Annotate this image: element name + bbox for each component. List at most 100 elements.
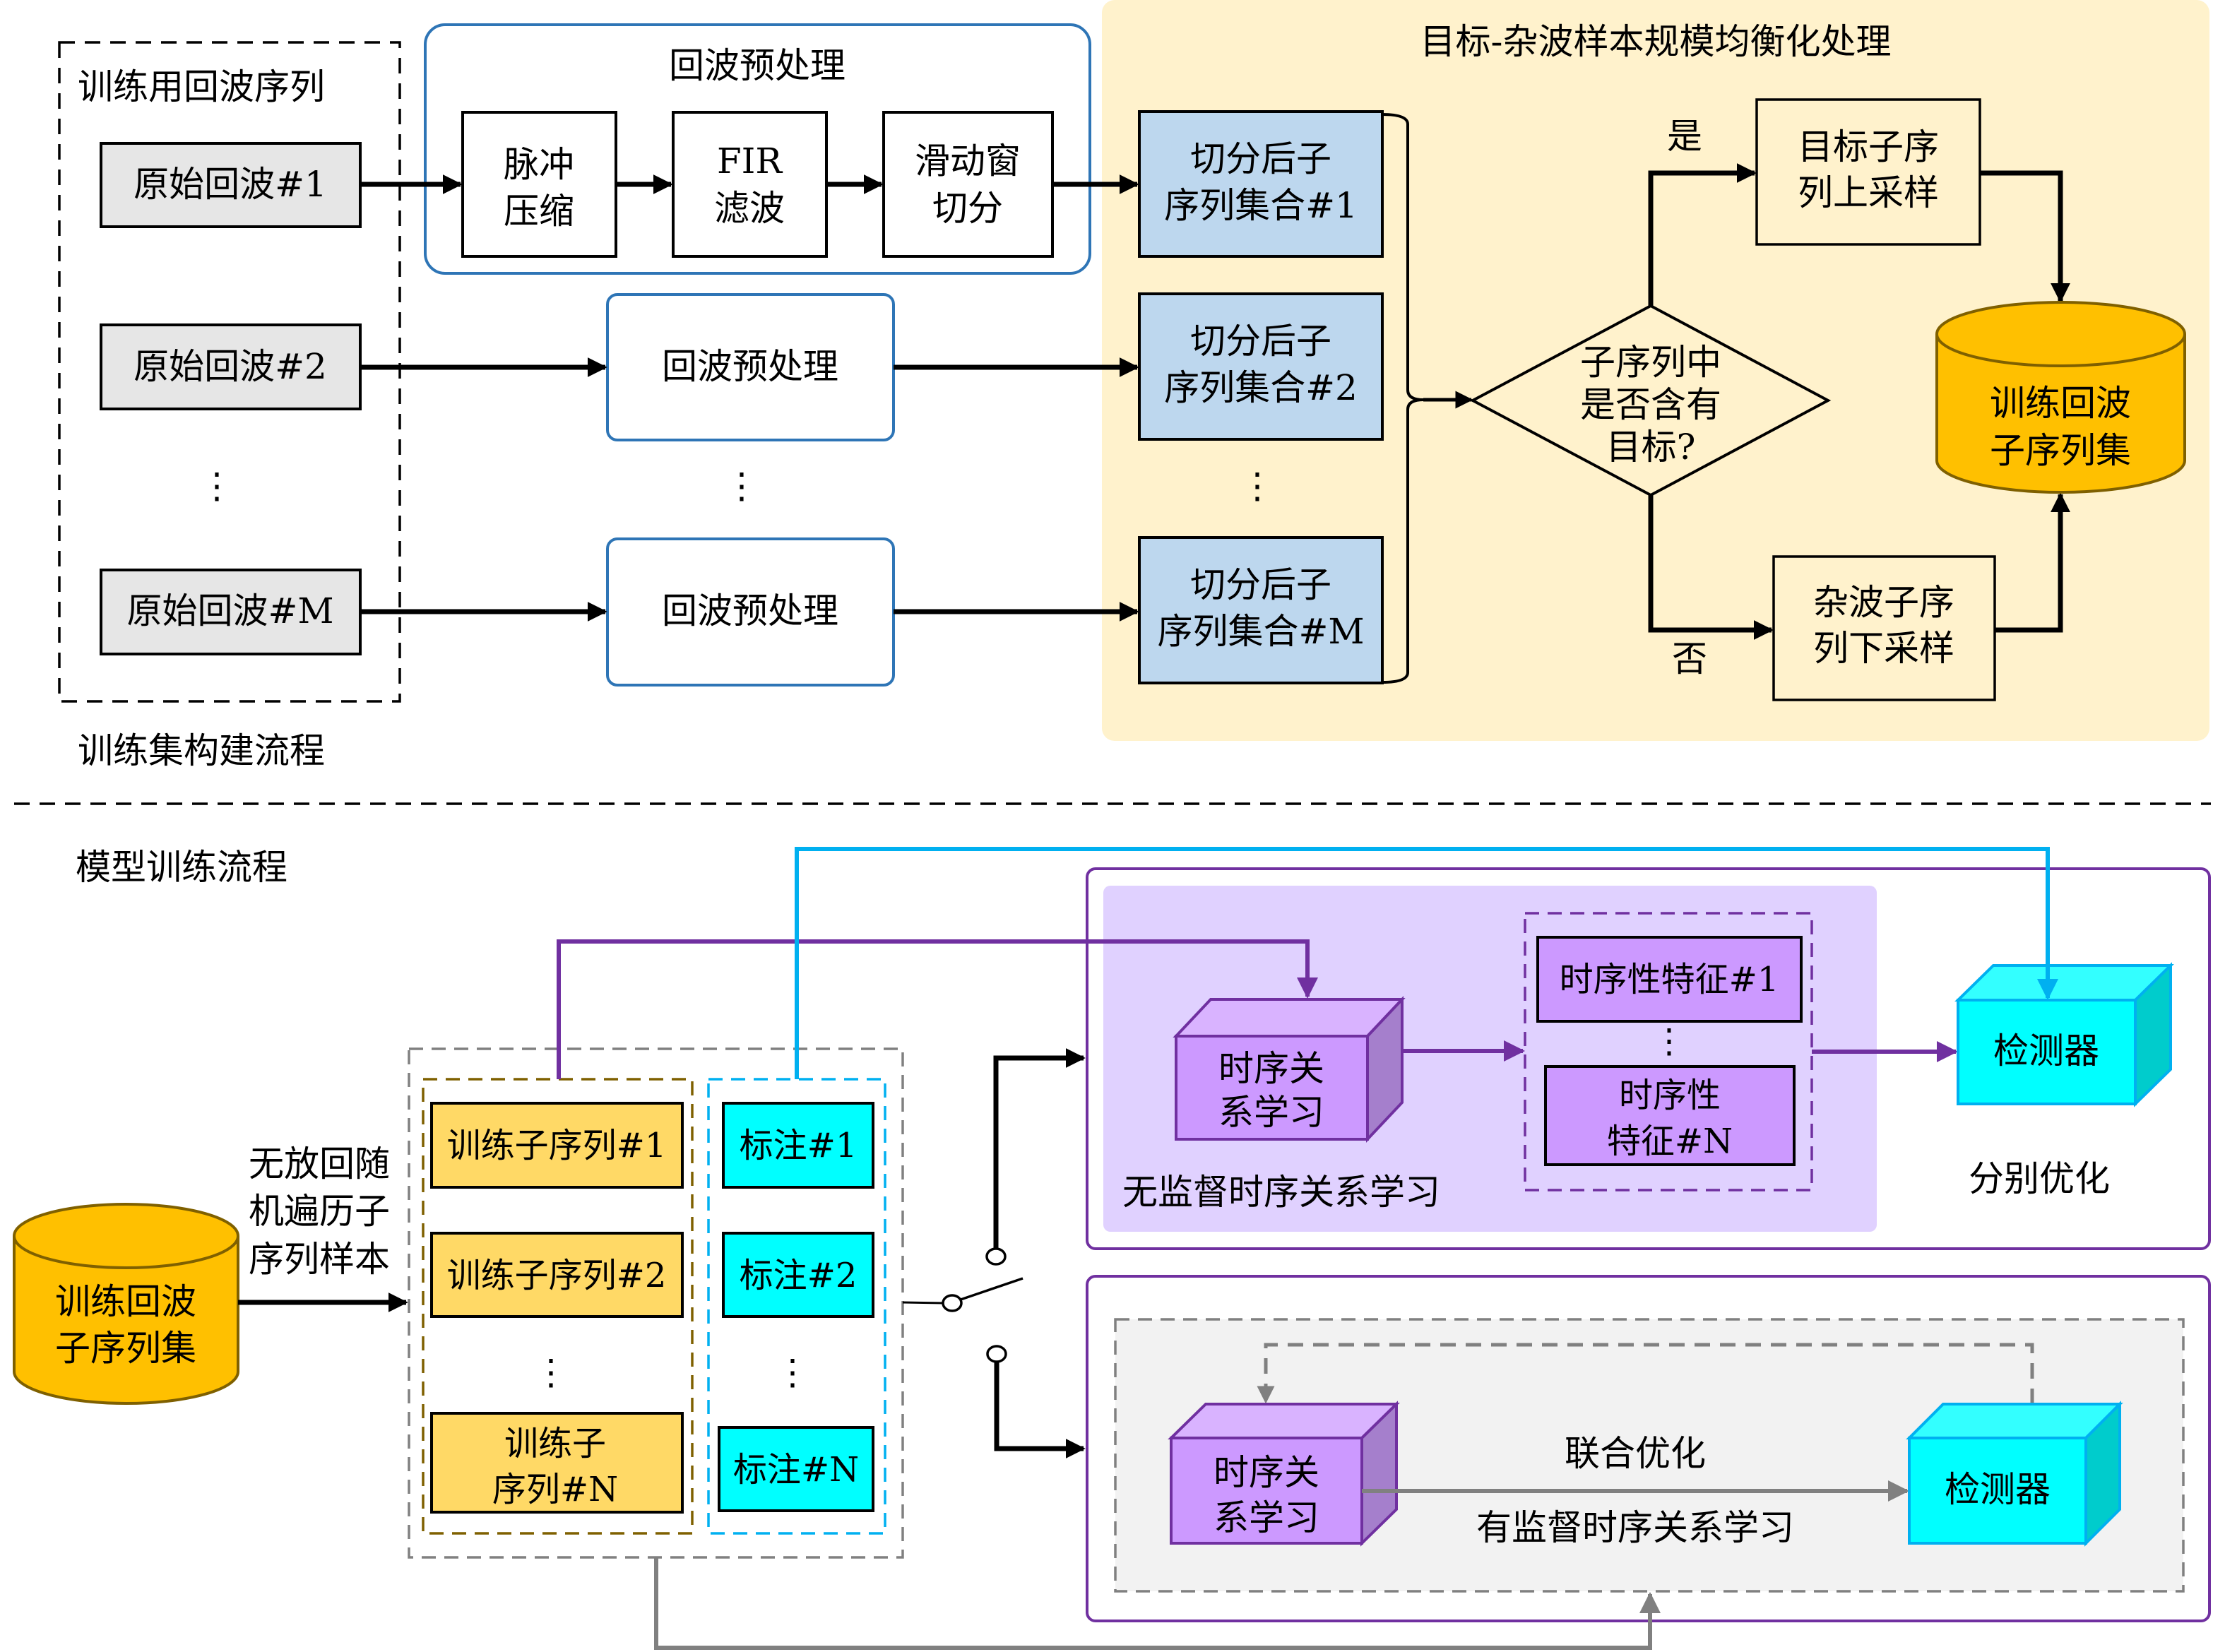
raw-echo-m-label: 原始回波#M <box>126 590 333 631</box>
step-pulse-compression-line1: 脉冲 <box>504 144 574 185</box>
subseq-set-1[interactable]: 切分后子 序列集合#1 <box>1138 110 1384 258</box>
arrow-yes-path <box>1648 163 1757 306</box>
switch-lever <box>960 1277 1024 1301</box>
subseq-set-2-line1: 切分后子 <box>1190 321 1331 362</box>
temporal-module-unsupervised[interactable]: 时序关 系学习 <box>1173 995 1406 1143</box>
step-sliding-window-line2: 切分 <box>932 188 1003 229</box>
preprocess-box-m[interactable]: 回波预处理 <box>606 537 895 687</box>
raw-echo-m[interactable]: 原始回波#M <box>100 569 362 655</box>
dataset-top-line1: 训练回波 <box>1990 383 2131 424</box>
preprocess-group <box>424 23 1091 275</box>
bottom-section-caption: 模型训练流程 <box>76 847 287 888</box>
supervised-feed-line <box>654 1557 1661 1650</box>
upsample-line2: 列上采样 <box>1798 172 1939 213</box>
temporal-s-line1: 时序关 <box>1214 1452 1319 1493</box>
temporal-module-supervised[interactable]: 时序关 系学习 <box>1168 1401 1400 1547</box>
decision-line2: 是否含有 <box>1580 384 1721 425</box>
raw-echo-1-label: 原始回波#1 <box>134 164 327 205</box>
preprocess-box-m-label: 回波预处理 <box>662 590 838 631</box>
step-fir-filter-line2: 滤波 <box>714 188 785 229</box>
subseq-set-m[interactable]: 切分后子 序列集合#M <box>1138 536 1384 684</box>
step-fir-filter-line1: FIR <box>717 141 783 182</box>
subseq-set-1-line2: 序列集合#1 <box>1164 185 1358 226</box>
decision-line3: 目标? <box>1606 427 1696 468</box>
switch-pivot <box>942 1294 963 1312</box>
joint-optimization-label: 联合优化 <box>1565 1433 1706 1474</box>
feature-n-line2: 特征#N <box>1607 1122 1733 1161</box>
feature-1[interactable]: 时序性特征#1 <box>1536 936 1803 1023</box>
label-ellipsis: ⋮ <box>775 1352 810 1393</box>
feature-ellipsis: ⋮ <box>1652 1021 1686 1061</box>
label-n[interactable]: 标注#N <box>718 1426 874 1512</box>
train-subseq-ellipsis: ⋮ <box>533 1352 569 1393</box>
balance-panel-title: 目标-杂波样本规模均衡化处理 <box>1420 21 1892 62</box>
unsupervised-panel-label: 无监督时序关系学习 <box>1122 1172 1440 1213</box>
sampling-label-line2: 机遍历子 <box>249 1191 390 1232</box>
raw-echo-group-title: 训练用回波序列 <box>78 66 325 107</box>
raw-echo-ellipsis: ⋮ <box>199 465 235 506</box>
sampling-label-line3: 序列样本 <box>249 1239 390 1280</box>
clutter-downsampling[interactable]: 杂波子序 列下采样 <box>1772 555 1996 701</box>
sampling-label-line1: 无放回随 <box>249 1143 390 1184</box>
temporal-u-line2: 系学习 <box>1218 1092 1324 1133</box>
train-subseq-2[interactable]: 训练子序列#2 <box>430 1232 684 1318</box>
subseq-set-2[interactable]: 切分后子 序列集合#2 <box>1138 292 1384 441</box>
temporal-s-line2: 系学习 <box>1214 1497 1319 1538</box>
label-1[interactable]: 标注#1 <box>722 1102 874 1189</box>
label-n-text: 标注#N <box>733 1450 859 1490</box>
detector-supervised[interactable]: 检测器 <box>1906 1401 2123 1547</box>
train-subseq-n[interactable]: 训练子 序列#N <box>430 1412 684 1514</box>
dataset-cylinder-top[interactable]: 训练回波 子序列集 <box>1935 301 2186 494</box>
train-subseq-n-line1: 训练子 <box>504 1424 606 1463</box>
train-subseq-2-label: 训练子序列#2 <box>447 1256 667 1295</box>
train-subseq-feed-line <box>557 939 1318 1079</box>
step-pulse-compression[interactable]: 脉冲 压缩 <box>461 111 617 258</box>
preprocess-box-2[interactable]: 回波预处理 <box>606 293 895 441</box>
label-2[interactable]: 标注#2 <box>722 1232 874 1318</box>
train-subseq-1-label: 训练子序列#1 <box>447 1126 667 1165</box>
subseq-set-2-line2: 序列集合#2 <box>1164 367 1358 408</box>
yes-label: 是 <box>1667 116 1702 157</box>
decision-contains-target[interactable]: 子序列中 是否含有 目标? <box>1469 304 1832 497</box>
switch-contact-upper <box>985 1247 1007 1266</box>
step-sliding-window-line1: 滑动窗 <box>915 141 1021 182</box>
raw-echo-2[interactable]: 原始回波#2 <box>100 323 362 410</box>
no-label: 否 <box>1672 638 1707 679</box>
detector-s-label: 检测器 <box>1945 1469 2051 1510</box>
separate-optimization-label: 分别优化 <box>1969 1158 2110 1199</box>
train-subseq-n-line2: 序列#N <box>492 1470 618 1509</box>
preprocess-group-title: 回波预处理 <box>669 45 846 86</box>
subseq-set-1-line1: 切分后子 <box>1190 138 1331 179</box>
switch-contact-lower <box>986 1345 1007 1363</box>
preprocess-box-2-label: 回波预处理 <box>662 346 838 387</box>
downsample-line2: 列下采样 <box>1813 628 1954 669</box>
mode-switch[interactable] <box>902 1247 1024 1363</box>
decision-line1: 子序列中 <box>1580 342 1721 383</box>
step-sliding-window[interactable]: 滑动窗 切分 <box>882 111 1054 258</box>
subseq-set-m-line2: 序列集合#M <box>1157 611 1364 652</box>
dataset-top-line2: 子序列集 <box>1990 430 2131 471</box>
preprocess-ellipsis: ⋮ <box>724 465 759 506</box>
detector-unsupervised[interactable]: 检测器 <box>1954 962 2174 1107</box>
arrow-switch-to-supervised <box>994 1362 1086 1458</box>
target-upsampling[interactable]: 目标子序 列上采样 <box>1755 98 1981 246</box>
feature-group <box>1524 912 1813 1192</box>
arrow-upsample-to-dataset <box>1980 170 2070 303</box>
dataset-cylinder-bottom[interactable]: 训练回波 子序列集 <box>13 1203 239 1405</box>
subseq-set-m-line1: 切分后子 <box>1190 564 1331 605</box>
label-1-text: 标注#1 <box>740 1126 858 1165</box>
feature-n-line1: 时序性 <box>1619 1076 1721 1115</box>
raw-echo-1[interactable]: 原始回波#1 <box>100 142 362 228</box>
dataset-bottom-line2: 子序列集 <box>55 1328 196 1369</box>
label-2-text: 标注#2 <box>740 1256 858 1295</box>
feature-n[interactable]: 时序性 特征#N <box>1544 1065 1796 1166</box>
supervised-panel-label: 有监督时序关系学习 <box>1476 1507 1794 1548</box>
upsample-line1: 目标子序 <box>1798 126 1939 167</box>
raw-echo-group <box>58 41 401 703</box>
arrow-switch-to-unsupervised <box>993 1048 1086 1249</box>
subseq-set-ellipsis: ⋮ <box>1240 465 1275 506</box>
temporal-u-line1: 时序关 <box>1218 1048 1324 1089</box>
train-subseq-1[interactable]: 训练子序列#1 <box>430 1102 684 1189</box>
step-fir-filter[interactable]: FIR 滤波 <box>672 111 828 258</box>
feature-1-label: 时序性特征#1 <box>1560 960 1779 999</box>
